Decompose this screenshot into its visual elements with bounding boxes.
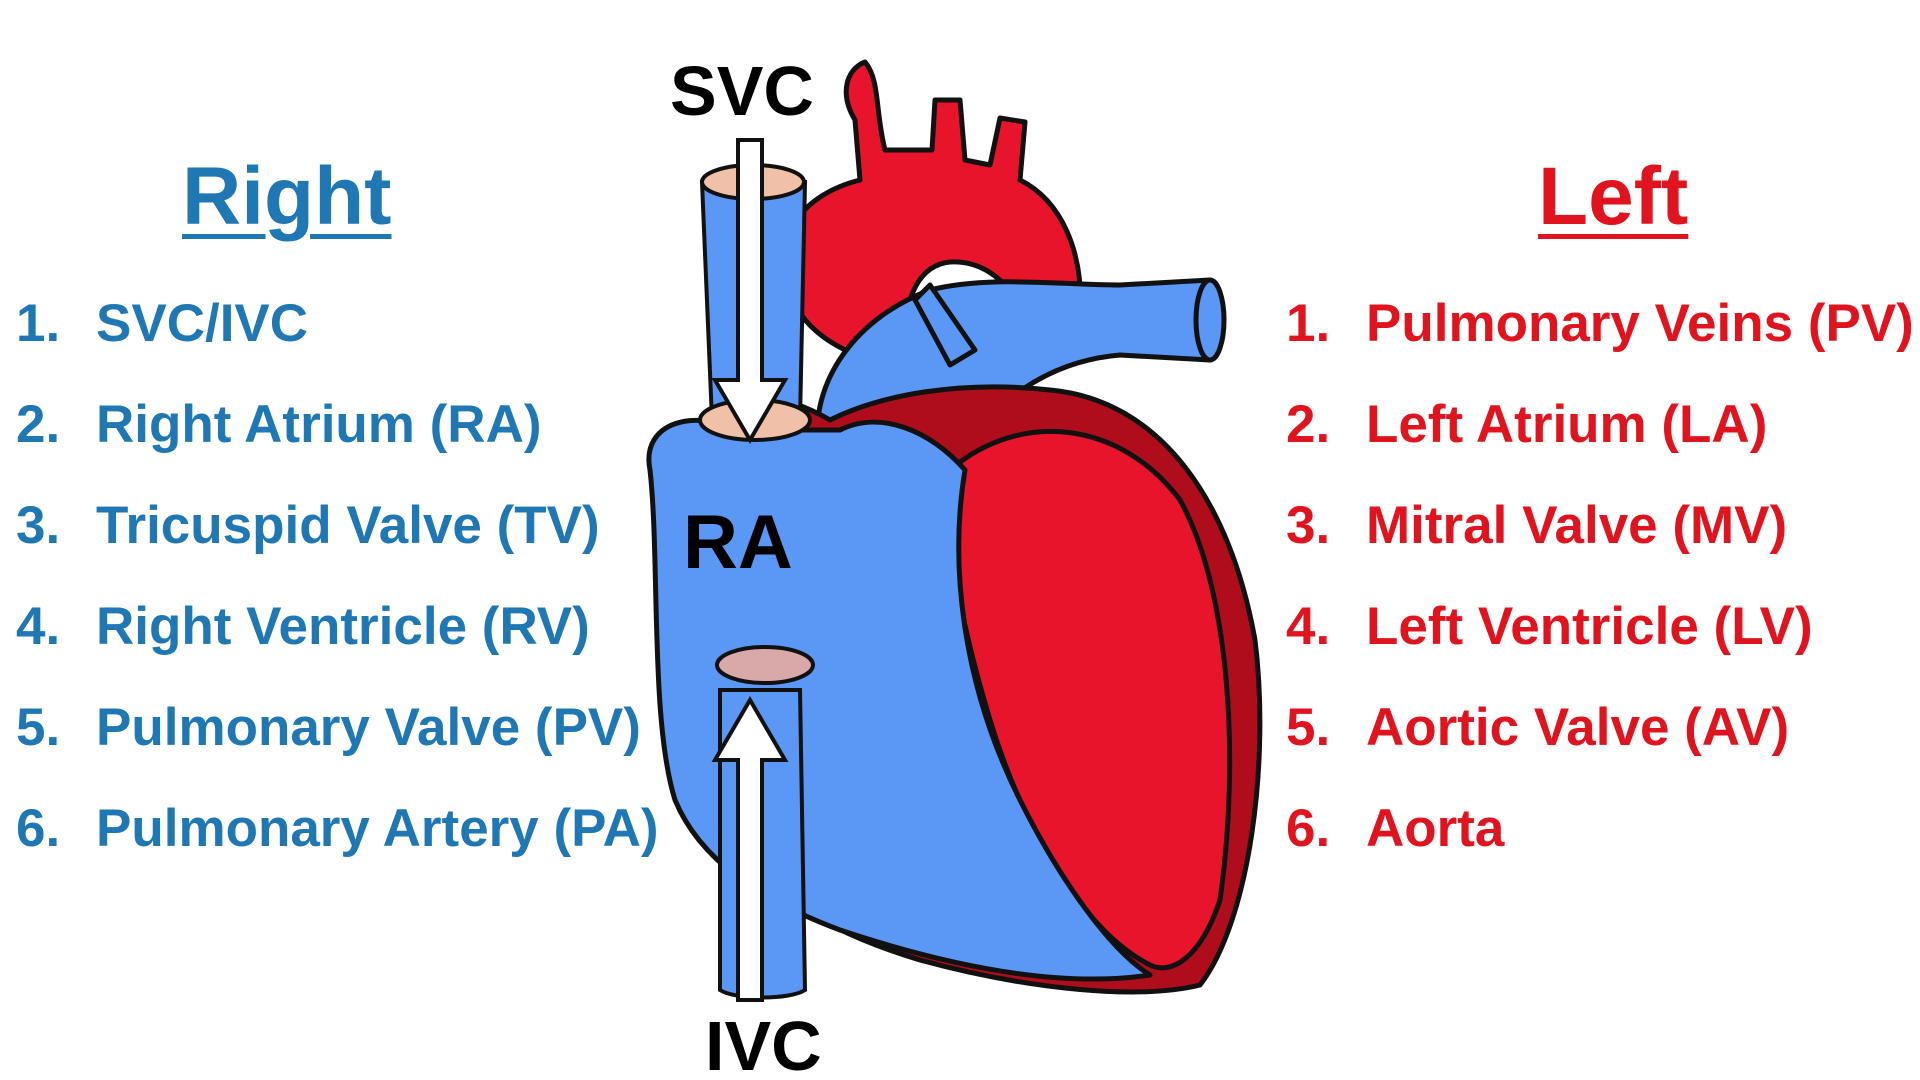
list-item: 6. Aorta bbox=[1286, 793, 1914, 894]
list-item: 6. Pulmonary Artery (PA) bbox=[16, 793, 659, 894]
item-label: SVC/IVC bbox=[96, 294, 309, 353]
item-number: 6. bbox=[16, 799, 61, 858]
svc-arrow-icon bbox=[711, 138, 789, 444]
list-item: 4. Right Ventricle (RV) bbox=[16, 591, 659, 692]
list-item: 2. Right Atrium (RA) bbox=[16, 389, 659, 490]
ivc-opening bbox=[715, 645, 815, 685]
item-label: Left Ventricle (LV) bbox=[1366, 597, 1813, 656]
ra-label: RA bbox=[683, 500, 793, 585]
item-label: Pulmonary Veins (PV) bbox=[1366, 294, 1914, 353]
item-label: Right Atrium (RA) bbox=[96, 395, 542, 454]
ivc-arrow-icon bbox=[711, 696, 789, 1002]
item-label: Right Ventricle (RV) bbox=[96, 597, 590, 656]
item-label: Pulmonary Valve (PV) bbox=[96, 698, 641, 757]
svc-label: SVC bbox=[670, 52, 814, 130]
right-side-heading: Right bbox=[182, 151, 392, 242]
left-side-heading: Left bbox=[1538, 151, 1689, 242]
right-side-list: 1. SVC/IVC 2. Right Atrium (RA) 3. Tricuspi… bbox=[16, 288, 659, 894]
item-label: Mitral Valve (MV) bbox=[1366, 496, 1788, 555]
left-side-list: 1. Pulmonary Veins (PV) 2. Left Atrium (LA… bbox=[1286, 288, 1914, 894]
item-label: Left Atrium (LA) bbox=[1366, 395, 1768, 454]
item-number: 5. bbox=[1286, 698, 1331, 757]
item-number: 2. bbox=[16, 395, 61, 454]
item-label: Aorta bbox=[1366, 799, 1505, 858]
list-item: 5. Pulmonary Valve (PV) bbox=[16, 692, 659, 793]
pulmonary-artery-opening bbox=[1193, 277, 1227, 363]
item-number: 1. bbox=[1286, 294, 1331, 353]
item-number: 2. bbox=[1286, 395, 1331, 454]
list-item: 4. Left Ventricle (LV) bbox=[1286, 591, 1914, 692]
item-number: 5. bbox=[16, 698, 61, 757]
list-item: 1. Pulmonary Veins (PV) bbox=[1286, 288, 1914, 389]
item-number: 4. bbox=[16, 597, 61, 656]
pulmonary-branch bbox=[912, 282, 978, 368]
item-label: Aortic Valve (AV) bbox=[1366, 698, 1790, 757]
list-item: 1. SVC/IVC bbox=[16, 288, 659, 389]
list-item: 5. Aortic Valve (AV) bbox=[1286, 692, 1914, 793]
list-item: 2. Left Atrium (LA) bbox=[1286, 389, 1914, 490]
item-number: 3. bbox=[1286, 496, 1331, 555]
item-number: 6. bbox=[1286, 799, 1331, 858]
item-number: 1. bbox=[16, 294, 61, 353]
left-ventricle bbox=[946, 428, 1233, 971]
list-item: 3. Mitral Valve (MV) bbox=[1286, 490, 1914, 591]
item-label: Tricuspid Valve (TV) bbox=[96, 496, 600, 555]
item-number: 4. bbox=[1286, 597, 1331, 656]
item-number: 3. bbox=[16, 496, 61, 555]
ivc-label: IVC bbox=[705, 1007, 822, 1080]
item-label: Pulmonary Artery (PA) bbox=[96, 799, 659, 858]
list-item: 3. Tricuspid Valve (TV) bbox=[16, 490, 659, 591]
